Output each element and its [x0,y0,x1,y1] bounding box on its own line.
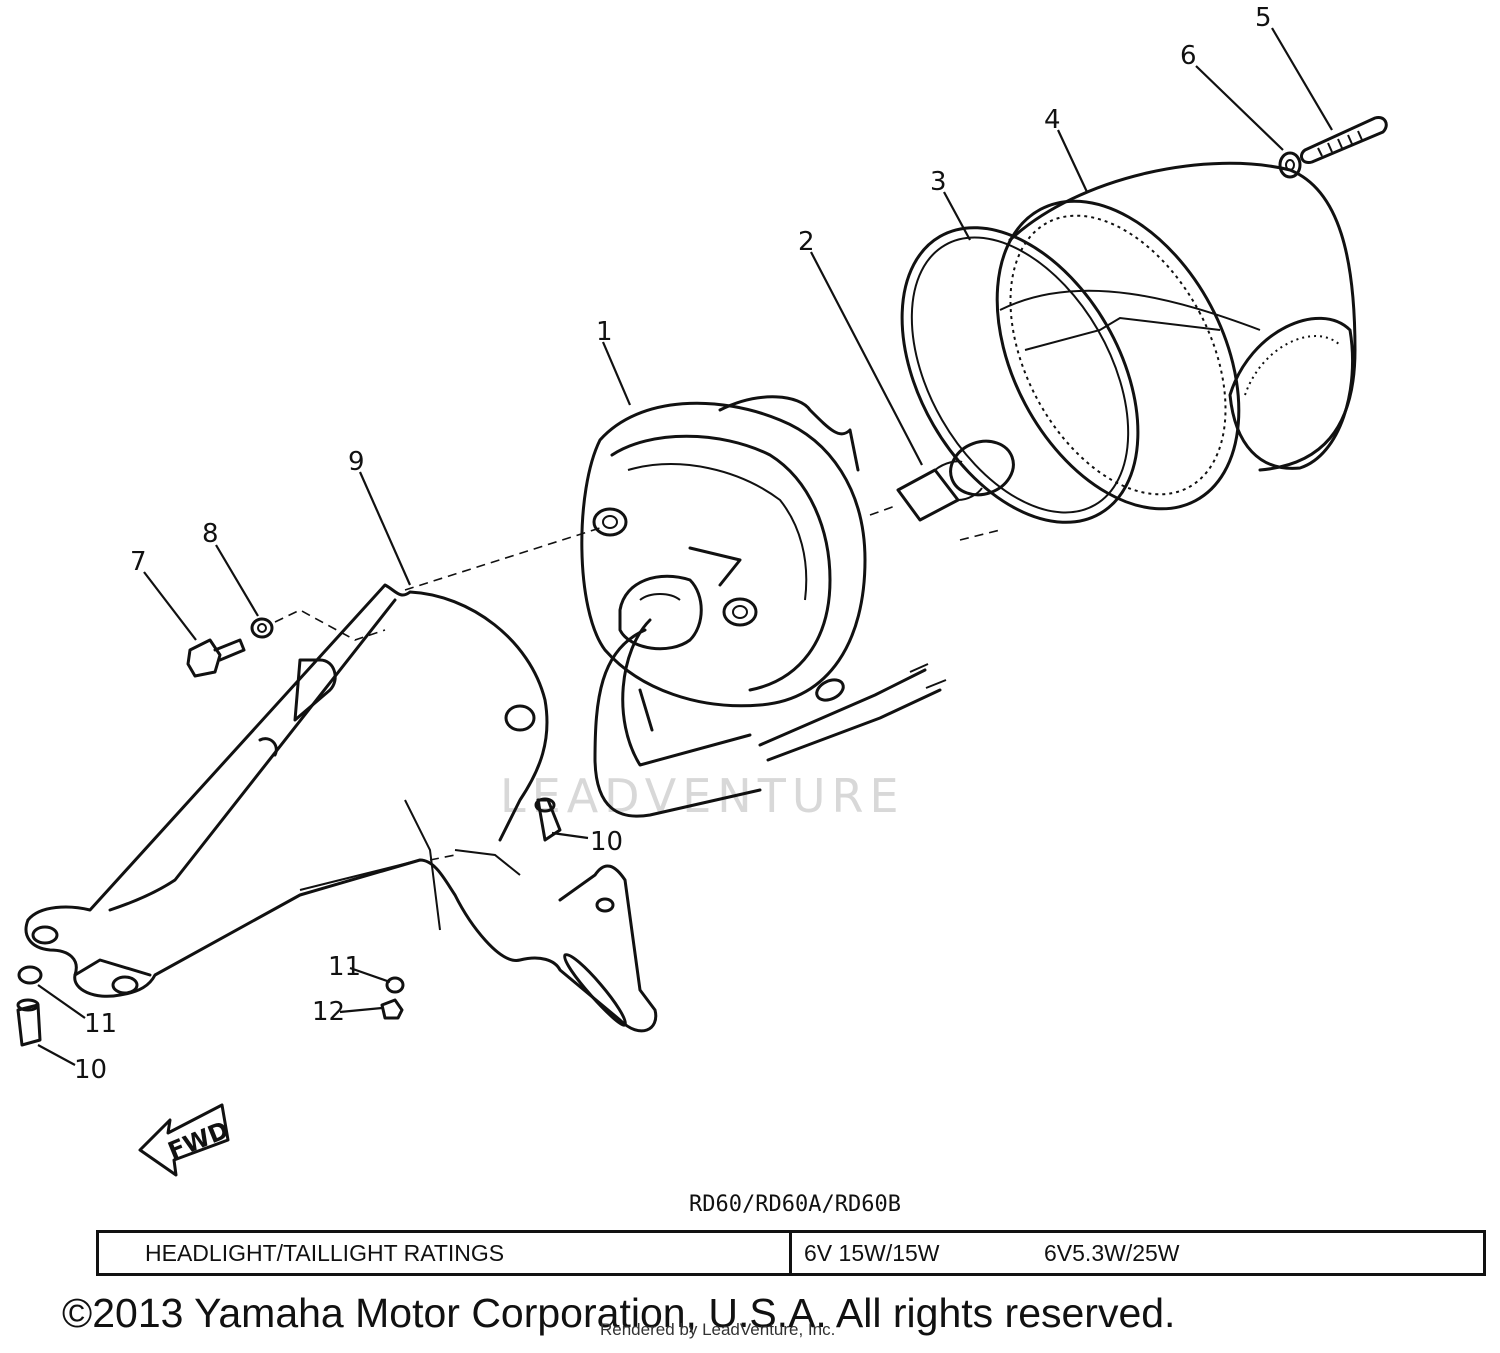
callout-11-lower: 11 [84,1009,117,1039]
washer-11-lower [17,965,43,985]
callout-9: 9 [348,447,365,477]
leader-line [943,191,971,241]
ratings-table: HEADLIGHT/TAILLIGHT RATINGS 6V 15W/15W 6… [96,1230,1486,1276]
assembly-line [869,504,899,516]
nut-12 [380,998,404,1020]
callout-12: 12 [312,997,345,1027]
leader-line [551,831,589,840]
callout-4: 4 [1044,105,1061,135]
model-designation: RD60/RD60A/RD60B [689,1192,901,1217]
rating-headlight: 6V 15W/15W [804,1239,940,1266]
rating-taillight: 6V5.3W/25W [1044,1239,1180,1266]
fwd-label: FWD [164,1116,233,1165]
callout-1: 1 [596,317,613,347]
leader-line [339,1006,383,1014]
rendered-by-notice: Rendered by LeadVenture, Inc. [600,1320,836,1339]
washer-8 [250,617,274,639]
callout-5: 5 [1255,3,1272,33]
assembly-line [404,527,601,591]
bolt-10-upper [534,797,562,842]
table-divider [789,1232,792,1274]
lens-gasket [900,226,1140,524]
leader-line [1195,65,1284,151]
washer-6 [1278,151,1302,179]
bolt-10-lower [16,998,42,1047]
leader-line [1057,129,1088,193]
forward-arrow-icon: FWD [138,1103,233,1177]
bulb [896,439,1015,522]
bolt-7 [186,638,246,678]
leader-line [1271,27,1333,131]
leader-line [37,1044,76,1066]
assembly-line [274,609,386,641]
callout-2: 2 [798,227,815,257]
callout-6: 6 [1180,41,1197,71]
screw-5 [1300,115,1388,165]
ratings-label: HEADLIGHT/TAILLIGHT RATINGS [145,1239,505,1266]
leader-line [358,471,412,586]
leader-line [215,544,259,617]
assembly-line [429,854,456,861]
leader-line [810,251,923,466]
callout-7: 7 [130,547,147,577]
leader-line [601,341,632,406]
callout-3: 3 [930,167,947,197]
taillight-lens [995,161,1357,511]
copyright-notice: ©2013 Yamaha Motor Corporation, U.S.A. A… [62,1290,1176,1336]
taillight-body [580,395,947,818]
watermark: LEADVENTURE [500,769,905,823]
callout-11-upper: 11 [328,952,361,982]
callout-10-upper: 10 [590,827,623,857]
leader-line [349,966,391,984]
callout-8: 8 [202,519,219,549]
leader-line [37,984,86,1019]
assembly-line [959,529,1001,541]
callout-10-lower: 10 [74,1055,107,1085]
leader-line [143,571,197,641]
washer-11-upper [385,976,405,994]
taillight-bracket [24,583,658,1033]
